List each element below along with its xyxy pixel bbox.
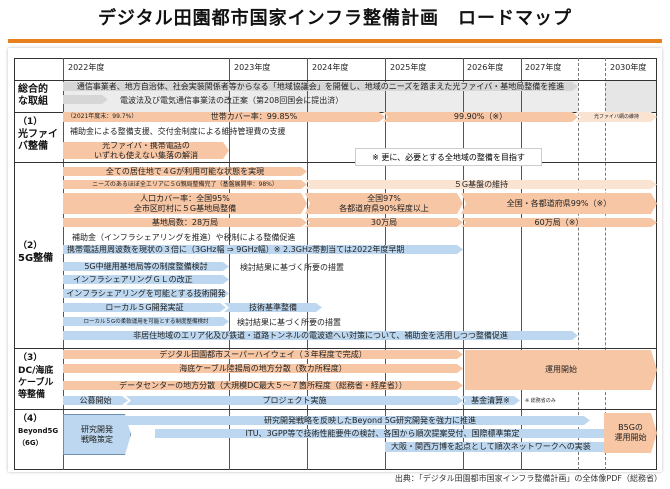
year-2023: 2023年度 xyxy=(234,63,271,72)
col-line xyxy=(307,58,308,470)
year-2024: 2024年度 xyxy=(312,63,349,72)
col-line xyxy=(521,58,522,470)
bar-village: 光ファイバ・携帯電話の いずれも使えない集落の解消 xyxy=(63,142,229,159)
fiber-coverage-text: 世帯カバー率：99.85% xyxy=(210,112,298,121)
bar-sharing-tech: インフラシェアリングを可能とする技術開発 xyxy=(63,289,229,298)
bar-relay: 5G中継用基地局等の制度整備検討 xyxy=(63,262,229,271)
col-line xyxy=(385,58,386,470)
bar-5g-maintain: ５G基盤の維持 xyxy=(305,180,657,189)
bar-law-amendment xyxy=(63,95,108,104)
subsidy-text: 補助金（インフラシェアリングを推進）や税制による整備促進 xyxy=(72,233,296,242)
bar-pop-coverage-2: 全国97% 各都道府県90%程度以上 xyxy=(305,193,463,214)
bar-itu: ITU、3GPP等で技術性能要件の検討、各国から順次提案受付、国際標準策定 xyxy=(155,429,610,438)
bar-project: プロジェクト実施 xyxy=(126,396,463,405)
row-line xyxy=(14,80,657,81)
section-fiber-label: 光ファイ バ整備 xyxy=(18,129,58,152)
bar-fiber-maintain: 光ファイバ網の維持 xyxy=(576,112,657,122)
title-underline xyxy=(8,39,662,43)
fiber-note: ※ 更に、必要とする全地域の整備を目指す xyxy=(355,148,542,166)
col-line xyxy=(463,58,464,470)
section-5g-num: （2） xyxy=(18,241,43,251)
bar-expo: 大阪・関西万博を起点として順次ネットワークへの実装 xyxy=(385,442,647,452)
general-bg-2030 xyxy=(605,80,657,112)
row-line xyxy=(14,348,657,349)
bar-pop-coverage-1: 人口カバー率：全国95% 全市区町村に５G基地局整備 xyxy=(63,193,307,214)
section-dc-num: （3） xyxy=(18,353,43,363)
section-general-label: 総合的 な取組 xyxy=(18,84,48,107)
bar-superhighway: デジタル田園都市スーパーハイウェイ（３年程度で完成） xyxy=(63,350,463,359)
bar-pop-coverage-3: 全国・各都道府県99%（※） xyxy=(461,193,657,214)
year-2030: 2030年度 xyxy=(610,63,647,72)
section-fiber-num: （1） xyxy=(18,117,43,127)
bar-stations-1: 基地局数：28万局 xyxy=(63,218,307,227)
year-2026: 2026年度 xyxy=(467,63,504,72)
bar-sharing-gl: インフラシェアリングＧＬの改正 xyxy=(63,275,229,284)
law-amendment-text: 電波法及び電気通信事業法の改正案（第208回国会に提出済） xyxy=(120,96,344,105)
bar-local-5g: ローカル５G開発実証 xyxy=(63,303,226,312)
bar-public-offering: 公募開始 xyxy=(63,396,128,405)
section-b5g-num: （4） xyxy=(18,414,43,424)
bar-fiber-coverage-2: 99.90%（※） xyxy=(383,112,578,122)
section-dc-label: DC/海底 ケーブル 等整備 xyxy=(18,366,54,400)
bar-submarine-cable: 海底ケーブル陸揚局の地方分散（数カ所程度） xyxy=(63,364,463,373)
year-2027: 2027年度 xyxy=(525,63,562,72)
relay-next-text: 検討結果に基づく所要の措置 xyxy=(240,263,344,272)
section-5g-label: 5G整備 xyxy=(18,253,54,264)
fund-note: ※ 総務省のみ xyxy=(525,398,556,404)
bar-operation-start: 運用開始 xyxy=(465,350,657,390)
row-line xyxy=(14,162,657,163)
bar-fund-settlement: 基金清算※ xyxy=(461,396,520,405)
source-caption: 出典：「デジタル田園都市国家インフラ整備計画」の全体像PDF（総務省） xyxy=(394,474,662,483)
bar-5g-needs: ニーズのあるほぼ全エリアに５G親局整備完了（基盤展開率：98%） xyxy=(63,180,307,189)
bar-datacenter: データセンターの地方分散（大規模DC最大５～７箇所程度（総務省・経産省）） xyxy=(63,381,463,390)
fiber-baseline: （2021年度末：99.7%） xyxy=(67,113,138,120)
bar-fiber-coverage: （2021年度末：99.7%） 世帯カバー率：99.85% xyxy=(63,112,385,122)
grid xyxy=(14,58,657,470)
year-2025: 2025年度 xyxy=(390,63,427,72)
bar-stations-2: 30万局 xyxy=(305,218,463,227)
bar-regional-council: 通信事業者、地方自治体、社会実装関係者等からなる「地域協議会」を開催し、地域のニ… xyxy=(63,82,578,91)
bar-rd: 研究開発戦略を反映したBeyond 5G研究開発を強力に推進 xyxy=(120,416,590,425)
col-line-dashed xyxy=(605,58,606,470)
col-line xyxy=(229,58,230,470)
col-line-dashed xyxy=(578,58,579,470)
bar-strategy: 研究開発 戦略策定 xyxy=(63,414,131,455)
bar-frequency: 携帯電話用周波数を現状の３倍に（3GHz幅 ⇒ 9GHz幅）※ 2.3GHz帯割… xyxy=(63,245,463,254)
row-line xyxy=(14,409,657,410)
bar-tunnel: 非居住地域のエリア化及び鉄道・道路トンネルの電波遮へい対策について、補助金を活用… xyxy=(63,331,578,340)
bar-tech-standard: 技術基準整備 xyxy=(224,303,322,312)
fiber-support-text: 補助金による整備支援、交付金制度による維持管理費の支援 xyxy=(70,127,286,136)
bar-stations-3: 60万局（※） xyxy=(461,218,657,227)
bar-b5g-start: B5Gの 運用開始 xyxy=(604,413,657,453)
page-title: デジタル田園都市国家インフラ整備計画 ロードマップ xyxy=(97,8,573,29)
section-b5g-label: Beyond5G （6G） xyxy=(18,427,59,447)
bar-4g: 全ての居住地で４Gが利用可能な状態を実現 xyxy=(63,167,307,176)
bar-local-flex: ローカル５Gの柔軟運用を可能とする制度整備検討 xyxy=(63,317,229,326)
year-2022: 2022年度 xyxy=(68,63,105,72)
flex-next-text: 検討結果に基づく所要の措置 xyxy=(237,318,341,327)
